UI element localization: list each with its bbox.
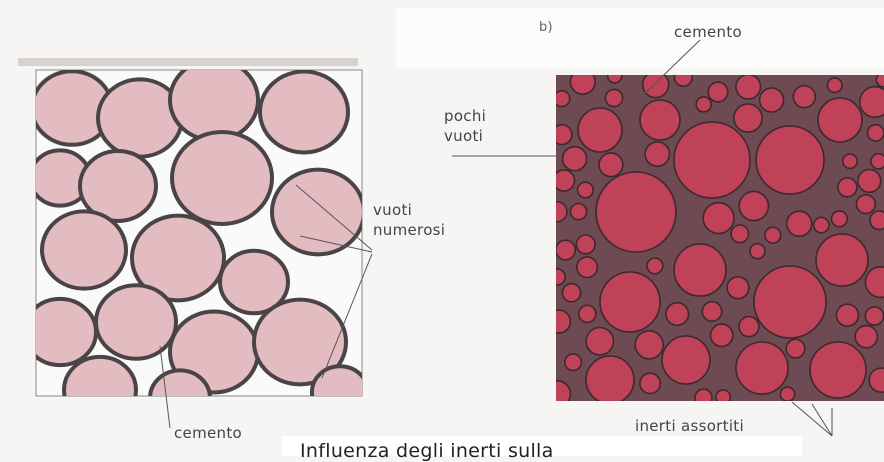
aggregate-particle — [640, 100, 680, 140]
aggregate-particle — [760, 88, 784, 112]
aggregate-particle — [711, 324, 733, 346]
aggregate-particle — [736, 342, 788, 394]
aggregate-particle — [647, 258, 663, 274]
panel-a-diagram — [18, 58, 368, 426]
panel-b-label: b) — [539, 18, 553, 38]
aggregate-particle — [739, 191, 768, 220]
aggregate-particle — [734, 104, 762, 132]
aggregate-particle — [579, 305, 596, 322]
aggregate-particle — [170, 60, 258, 141]
aggregate-particle — [870, 211, 884, 230]
figure-caption: Influenza degli inerti sulla — [300, 441, 554, 461]
aggregate-particle — [827, 78, 842, 93]
aggregate-particle — [596, 172, 676, 252]
aggregate-particle — [765, 227, 781, 243]
aggregate-particle — [750, 244, 765, 259]
aggregate-particle — [605, 89, 622, 106]
aggregate-particle — [260, 72, 348, 153]
aggregate-particle — [843, 154, 857, 168]
aggregate-particle — [814, 217, 829, 232]
panel-b-diagram — [544, 68, 884, 407]
aggregate-particle — [865, 307, 883, 325]
aggregate-particle — [643, 72, 669, 98]
aggregate-particle — [42, 211, 126, 288]
label-vuoti-numerosi-line1: vuoti — [373, 200, 445, 220]
aggregate-particle — [756, 126, 824, 194]
label-pochi-vuoti-line2: vuoti — [444, 126, 486, 146]
aggregate-particle — [857, 195, 876, 214]
aggregate-particle — [578, 182, 594, 198]
aggregate-particle — [556, 240, 576, 260]
aggregate-particle — [576, 235, 595, 254]
aggregate-particle — [810, 342, 866, 398]
aggregate-particle — [816, 234, 868, 286]
aggregate-particle — [731, 225, 749, 243]
aggregate-particle — [674, 122, 750, 198]
label-cemento-top: cemento — [674, 22, 742, 42]
aggregate-particle — [272, 170, 364, 255]
aggregate-particle — [871, 154, 884, 169]
aggregate-particle — [96, 285, 176, 359]
aggregate-particle — [702, 302, 721, 321]
aggregate-particle — [739, 317, 759, 337]
aggregate-particle — [553, 170, 574, 191]
aggregate-particle — [736, 74, 761, 99]
aggregate-particle — [640, 373, 660, 393]
label-vuoti-numerosi: vuoti numerosi — [373, 200, 445, 240]
label-inerti-assortiti: inerti assortiti — [635, 416, 744, 436]
label-pochi-vuoti: pochi vuoti — [444, 106, 486, 146]
aggregate-particle — [780, 387, 794, 401]
aggregate-particle — [818, 98, 862, 142]
aggregate-particle — [172, 132, 272, 224]
aggregate-particle — [563, 147, 587, 171]
aggregate-particle — [786, 339, 805, 358]
aggregate-particle — [855, 326, 877, 348]
aggregate-particle — [586, 328, 613, 355]
aggregate-particle — [599, 153, 623, 177]
aggregate-particle — [578, 108, 622, 152]
aggregate-particle — [832, 211, 848, 227]
aggregate-particle — [586, 356, 634, 404]
aggregate-particle — [600, 272, 660, 332]
aggregate-particle — [662, 336, 710, 384]
aggregate-particle — [838, 178, 857, 197]
aggregate-particle — [554, 91, 570, 107]
aggregate-particle — [577, 257, 598, 278]
aggregate-particle — [696, 97, 711, 112]
aggregate-particle — [793, 86, 815, 108]
panel-a-top-edge — [18, 58, 358, 66]
aggregate-particle — [860, 87, 884, 118]
label-pochi-vuoti-line1: pochi — [444, 106, 486, 126]
aggregate-particle — [836, 304, 858, 326]
aggregate-particle — [562, 284, 580, 302]
aggregate-particle — [708, 82, 728, 102]
label-cemento-bottom: cemento — [174, 423, 242, 443]
aggregate-particle — [868, 125, 884, 141]
aggregate-particle — [787, 211, 812, 236]
aggregate-particle — [754, 266, 826, 338]
aggregate-particle — [565, 354, 582, 371]
aggregate-particle — [674, 244, 726, 296]
paper-overlay — [396, 8, 884, 68]
aggregate-particle — [666, 303, 689, 326]
aggregate-particle — [727, 277, 749, 299]
aggregate-particle — [635, 331, 663, 359]
aggregate-particle — [858, 170, 881, 193]
aggregate-particle — [703, 203, 734, 234]
aggregate-particle — [645, 142, 669, 166]
aggregate-particle — [570, 204, 586, 220]
label-vuoti-numerosi-line2: numerosi — [373, 220, 445, 240]
